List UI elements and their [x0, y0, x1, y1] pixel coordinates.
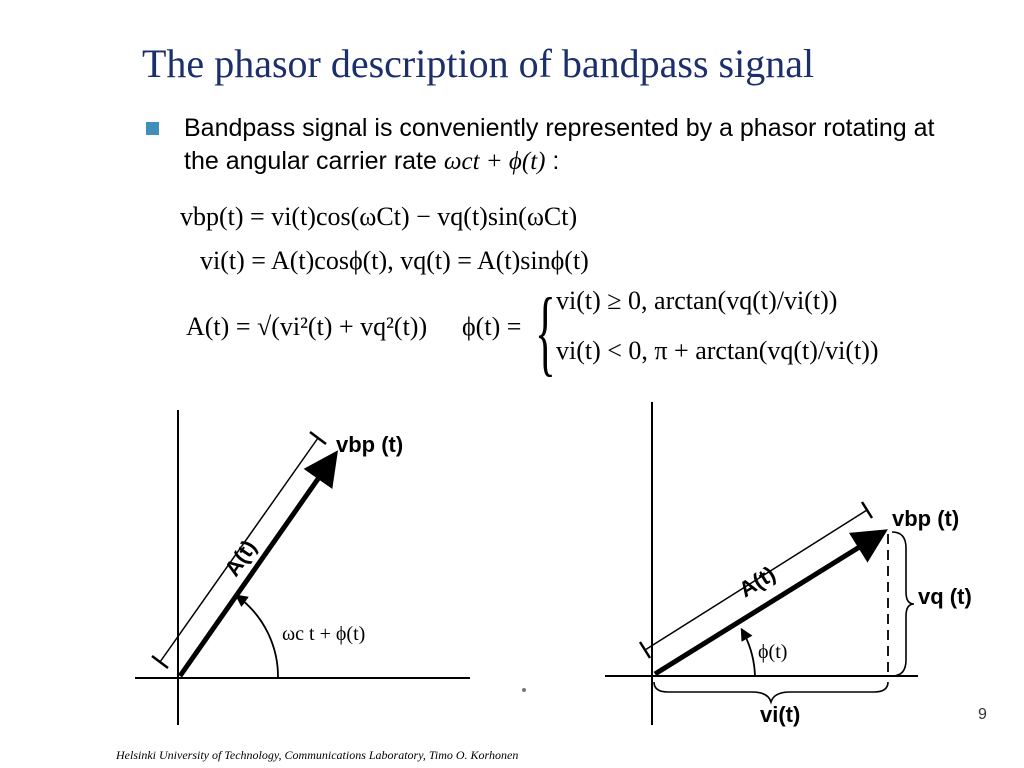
- cases-brace: {: [535, 278, 556, 385]
- stray-dot: [522, 688, 526, 692]
- right-phasor-arrow: [653, 529, 888, 677]
- carrier-rate-expression: ωct + ϕ(t): [443, 148, 546, 175]
- left-angle-arc: [234, 594, 279, 679]
- equation-vi-vq: vi(t) = A(t)cosϕ(t), vq(t) = A(t)sinϕ(t): [200, 246, 589, 275]
- left-phasor-arrow: [177, 450, 339, 678]
- left-phasor-diagram: vbp (t) A(t) ωc t + ϕ(t): [135, 410, 470, 725]
- right-phasor-diagram: vbp (t) A(t) ϕ(t) vq (t) vi(t): [605, 402, 972, 727]
- bullet-sentence: Bandpass signal is conveniently represen…: [184, 114, 935, 175]
- left-amplitude-dimension: [159, 437, 319, 663]
- equation-phase-case2: vi(t) < 0, π + arctan(vq(t)/vi(t)): [556, 336, 879, 365]
- equation-amplitude: A(t) = √(vi²(t) + vq²(t)): [186, 312, 428, 341]
- right-phasor-label: vbp (t): [892, 506, 959, 531]
- right-angle-arc: [740, 627, 756, 677]
- left-amplitude-label: A(t): [219, 535, 261, 580]
- equation-phase-lhs: ϕ(t) =: [462, 312, 522, 341]
- left-phasor-label: vbp (t): [336, 432, 403, 457]
- left-angle-label: ωc t + ϕ(t): [282, 623, 365, 645]
- right-amplitude-dimension: [644, 509, 868, 651]
- equation-phase-case1: vi(t) ≥ 0, arctan(vq(t)/vi(t)): [556, 286, 838, 315]
- equation-vbp: vbp(t) = vi(t)cos(ωCt) − vq(t)sin(ωCt): [180, 202, 578, 231]
- right-angle-label: ϕ(t): [758, 641, 787, 663]
- bullet-marker: [146, 122, 159, 135]
- bullet-text: Bandpass signal is conveniently represen…: [184, 112, 944, 178]
- right-inphase-label: vi(t): [760, 702, 800, 727]
- page-number: 9: [978, 706, 987, 723]
- slide-title: The phasor description of bandpass signa…: [142, 41, 815, 86]
- footer-credit: Helsinki University of Technology, Commu…: [116, 748, 519, 762]
- right-dimension-tick-high: [860, 501, 874, 519]
- left-dimension-tick-low: [151, 655, 169, 669]
- right-vq-brace: [891, 531, 915, 677]
- right-quadrature-label: vq (t): [918, 584, 972, 609]
- right-vi-brace: [653, 681, 889, 705]
- right-amplitude-label: A(t): [734, 561, 779, 602]
- right-dimension-tick-low: [638, 641, 652, 659]
- bullet-colon: :: [552, 147, 560, 175]
- left-dimension-tick-high: [309, 431, 327, 445]
